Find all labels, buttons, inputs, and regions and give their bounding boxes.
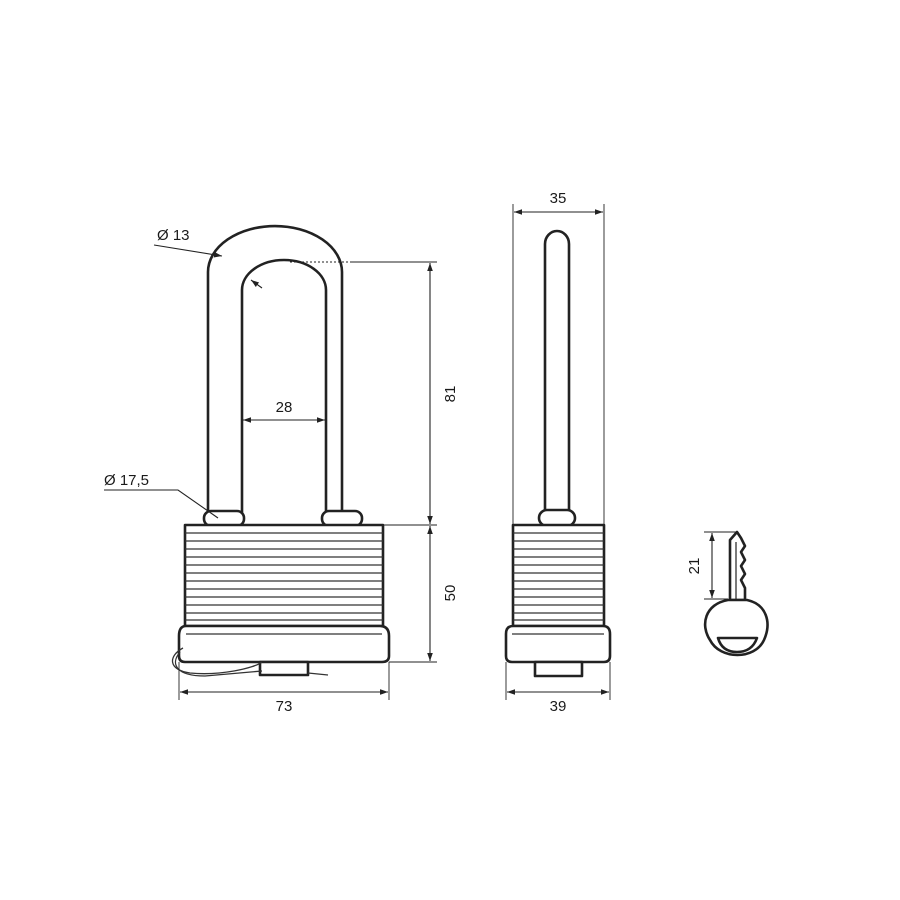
side-shackle-collar <box>537 508 577 528</box>
dim-shackle-diameter: Ø 13 <box>157 227 190 244</box>
front-keyway <box>258 660 310 677</box>
front-body <box>183 523 385 628</box>
side-bumper <box>504 624 612 664</box>
dim-side-bottom-width: 39 <box>550 698 567 715</box>
front-body-laminations <box>185 532 383 621</box>
dim-shackle-clearance: 81 <box>442 386 459 403</box>
key-bow-hole <box>716 636 759 654</box>
side-body <box>511 523 606 628</box>
side-keyway <box>533 660 584 678</box>
key <box>703 530 769 657</box>
dim-shackle-inner-width: 28 <box>276 399 293 416</box>
key-blade <box>728 530 747 602</box>
front-shackle <box>206 224 344 515</box>
front-dimensions: Ø 13 28 Ø 17,5 81 50 73 <box>104 227 459 715</box>
dim-side-top-width: 35 <box>550 190 567 207</box>
front-bumper <box>177 624 391 664</box>
front-view <box>171 224 391 677</box>
dim-key-blade-length: 21 <box>686 558 703 575</box>
side-dimensions: 35 39 <box>505 190 611 715</box>
front-cable <box>171 647 263 675</box>
side-body-laminations <box>513 532 604 621</box>
dim-body-height: 50 <box>442 585 459 602</box>
dim-shackle-base-diameter: Ø 17,5 <box>104 472 149 489</box>
dim-body-width: 73 <box>276 698 293 715</box>
key-dimensions: 21 <box>686 531 737 600</box>
side-view <box>504 229 612 678</box>
side-shackle <box>543 229 571 515</box>
